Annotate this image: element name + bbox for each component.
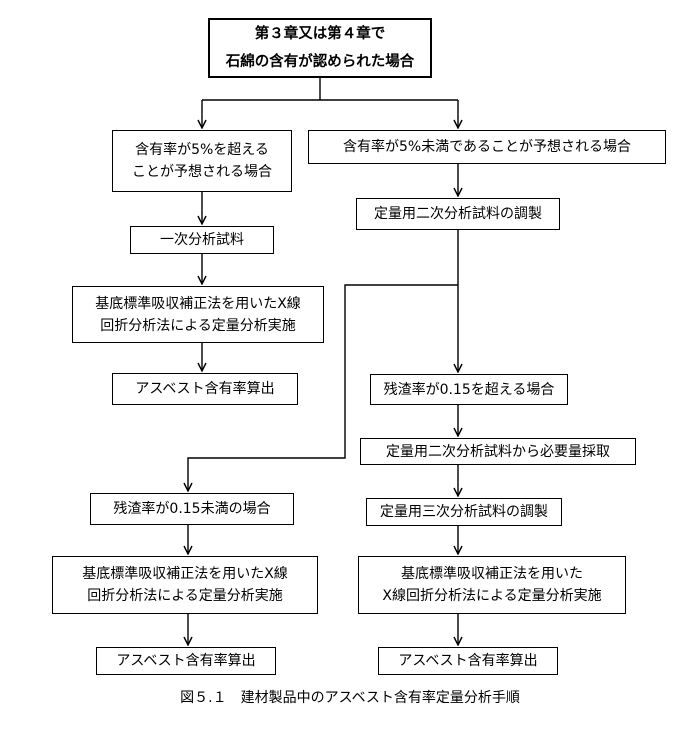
node-take-required: 定量用二次分析試料から必要量採取 <box>360 438 636 465</box>
node-calc-left: アスベスト含有率算出 <box>112 373 298 405</box>
node-calc-bottom-left: アスベスト含有率算出 <box>96 647 276 675</box>
figure-caption: 図５.１ 建材製品中のアスベスト含有率定量分析手順 <box>180 690 520 706</box>
connector-branch-to-residue-under <box>188 284 458 491</box>
node-prep-tertiary: 定量用三次分析試料の調製 <box>366 498 562 526</box>
node-primary-sample: 一次分析試料 <box>130 226 274 254</box>
node-residue-under: 残渣率が0.15未満の場合 <box>90 493 294 525</box>
node-top: 第３章又は第４章で 石綿の含有が認められた場合 <box>208 18 432 78</box>
node-prep-secondary: 定量用二次分析試料の調製 <box>356 198 560 230</box>
node-xrd-bottom-left: 基底標準吸収補正法を用いたX線 回折分析法による定量分析実施 <box>52 556 318 614</box>
node-low-content: 含有率が5%未満であることが予想される場合 <box>308 130 666 164</box>
node-high-content: 含有率が5%を超える ことが予想される場合 <box>112 130 292 192</box>
node-residue-over: 残渣率が0.15を超える場合 <box>370 374 568 405</box>
node-calc-bottom-right: アスベスト含有率算出 <box>378 647 558 675</box>
node-xrd-left: 基底標準吸収補正法を用いたX線 回折分析法による定量分析実施 <box>72 286 324 343</box>
node-xrd-bottom-right: 基底標準吸収補正法を用いた X線回折分析法による定量分析実施 <box>358 556 626 614</box>
